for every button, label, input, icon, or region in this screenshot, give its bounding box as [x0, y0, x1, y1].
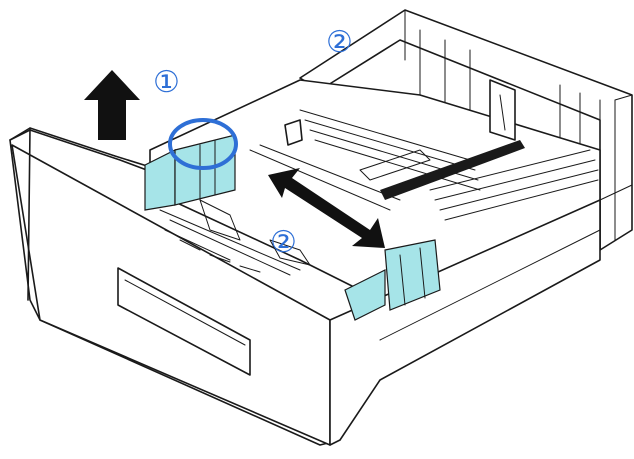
- double-headed-arrow-icon: [268, 168, 385, 248]
- width-guide-right[interactable]: [344, 239, 441, 321]
- callout-lift-guide: ①: [153, 65, 180, 100]
- highlight-circle-icon: [168, 118, 238, 170]
- length-guide-left[interactable]: [144, 134, 236, 211]
- callout-slide-guide-center: ②: [270, 225, 297, 260]
- paper-tray: [9, 9, 633, 446]
- callout-slide-guide-top: ②: [326, 25, 353, 60]
- arrow-up-icon: [84, 70, 140, 140]
